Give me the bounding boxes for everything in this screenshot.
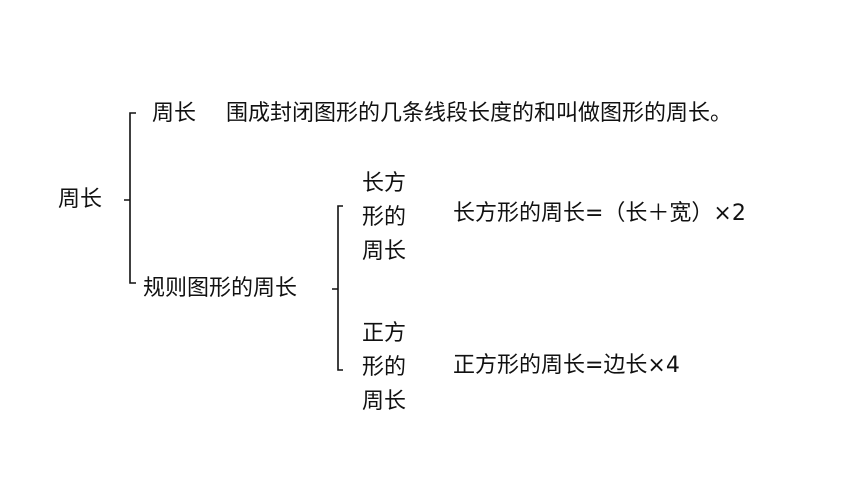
square-label-line-1: 正方	[362, 321, 407, 346]
definition-text: 围成封闭图形的几条线段长度的和叫做图形的周长。	[226, 101, 733, 126]
square-label: 正方 形的 周长	[362, 317, 422, 419]
rectangle-formula: 长方形的周长=（长＋宽）×2	[453, 201, 746, 226]
rectangle-label-line-1: 长方	[362, 171, 407, 196]
sub-bracket	[332, 205, 343, 371]
main-bracket	[124, 112, 136, 284]
regular-shapes-label: 规则图形的周长	[143, 276, 298, 301]
square-label-line-3: 周长	[362, 389, 407, 414]
square-label-line-2: 形的	[362, 355, 407, 380]
square-formula: 正方形的周长=边长×4	[453, 353, 680, 378]
rectangle-label: 长方 形的 周长	[362, 167, 422, 269]
rectangle-label-line-2: 形的	[362, 205, 407, 230]
definition-term: 周长	[152, 101, 197, 126]
rectangle-label-line-3: 周长	[362, 239, 407, 264]
root-label: 周长	[58, 187, 103, 212]
